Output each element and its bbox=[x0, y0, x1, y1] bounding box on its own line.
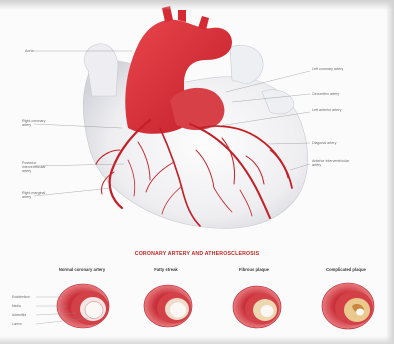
pulmonary-trunk bbox=[170, 88, 224, 130]
stage-title-fatty-streak: Fatty streak bbox=[140, 267, 192, 272]
label-right-marginal-artery: Right marginal artery bbox=[22, 191, 48, 199]
aortic-branch-3 bbox=[198, 16, 209, 30]
pulmonary-vessel bbox=[230, 45, 263, 84]
label-circumflex-artery: Circumflex artery bbox=[312, 92, 339, 96]
label-anterior-interventricular-artery: Anterior interventricular artery bbox=[312, 159, 352, 167]
page-shadow-right bbox=[386, 0, 394, 344]
label-left-anterior-artery: Left anterior artery bbox=[312, 108, 346, 112]
page-shadow-bottom bbox=[0, 336, 394, 344]
label-aorta: Aorta bbox=[25, 49, 34, 53]
stage-title-normal: Normal coronary artery bbox=[56, 267, 108, 272]
section-title: CORONARY ARTERY AND ATHEROSCLEROSIS bbox=[112, 251, 282, 257]
label-diagonal-artery: Diagonal artery bbox=[312, 141, 336, 145]
layer-label-media: Media bbox=[12, 304, 21, 308]
layer-label-lumen: Lumen bbox=[12, 322, 22, 326]
aortic-branch-2 bbox=[178, 10, 186, 22]
layer-label-adventitia: Adventitia bbox=[12, 313, 26, 317]
stage-title-complicated-plaque: Complicated plaque bbox=[320, 267, 372, 272]
page-shadow-top bbox=[0, 0, 394, 10]
stage-title-fibrous-plaque: Fibrous plaque bbox=[228, 267, 280, 272]
layer-label-endothelium: Endothelium bbox=[12, 295, 30, 299]
label-posterior-interventricular-artery: Posterior interventricular artery bbox=[22, 161, 52, 173]
label-right-coronary-artery: Right coronary artery bbox=[22, 119, 48, 127]
artery-cross-sections bbox=[57, 283, 374, 329]
label-left-coronary-artery: Left coronary artery bbox=[312, 67, 348, 71]
